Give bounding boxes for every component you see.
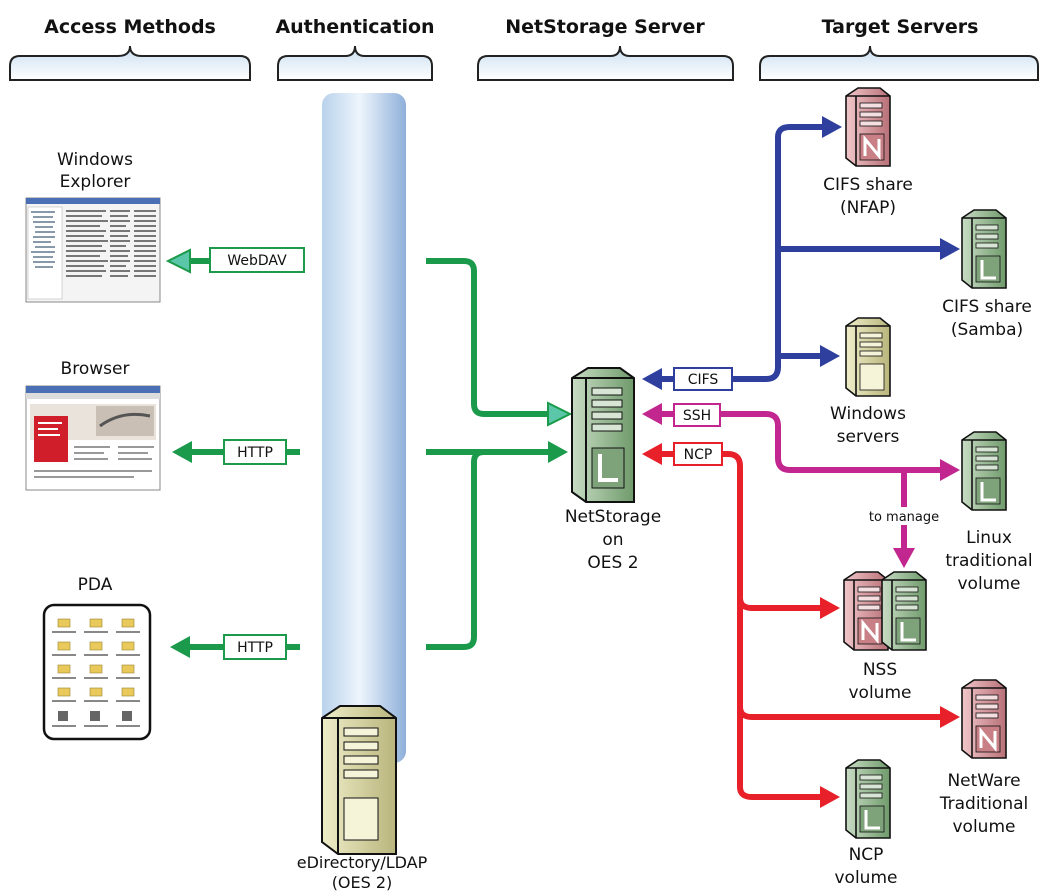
cifs-samba-server-icon <box>961 209 1007 289</box>
cifs-label-box: CIFS <box>673 367 733 391</box>
pda-label: PDA <box>78 575 113 595</box>
cifs-samba-label-line2: (Samba) <box>951 320 1023 340</box>
webdav-label-box: WebDAV <box>209 247 305 273</box>
linux-traditional-label-line2: traditional <box>945 551 1032 571</box>
ncp-connections <box>660 451 940 800</box>
pda-device <box>42 603 152 741</box>
webdav-arrowhead-left <box>165 248 191 274</box>
linux-traditional-label-line3: volume <box>958 574 1021 594</box>
netstorage-label-line1: NetStorage <box>565 507 661 527</box>
netstorage-label-line3: OES 2 <box>587 553 638 573</box>
netware-traditional-label-line2: Traditional <box>939 794 1029 814</box>
windows-servers-icon <box>845 317 891 397</box>
ncp-label-box: NCP <box>673 442 723 466</box>
netware-traditional-server-icon <box>961 679 1007 759</box>
cifs-nfap-label-line2: (NFAP) <box>840 198 896 218</box>
webdav-arrowhead-right <box>547 401 573 427</box>
http-pda-label: HTTP <box>237 640 273 656</box>
windows-servers-label-line1: Windows <box>830 404 906 424</box>
authentication-pillar <box>322 93 406 763</box>
ncp-arrowheads <box>642 443 960 808</box>
edirectory-label-line2: (OES 2) <box>332 873 393 891</box>
ssh-arrowheads <box>642 403 960 568</box>
ncp-label: NCP <box>684 447 713 463</box>
linux-traditional-label-line1: Linux <box>966 528 1012 548</box>
header-target-servers: Target Servers <box>822 16 979 38</box>
cifs-connections <box>660 124 940 382</box>
linux-traditional-server-icon <box>961 431 1007 511</box>
cifs-samba-label-line1: CIFS share <box>942 297 1032 317</box>
http-pda-arrowhead-left <box>170 636 190 658</box>
header-access-methods: Access Methods <box>44 16 216 38</box>
nss-novell-server-icon <box>843 571 889 651</box>
header-authentication: Authentication <box>275 16 434 38</box>
http-browser-arrowhead-right <box>548 441 568 463</box>
netware-traditional-label-line1: NetWare <box>947 771 1020 791</box>
webdav-label: WebDAV <box>227 253 287 269</box>
cifs-nfap-server-icon <box>845 87 891 167</box>
windows-explorer-label-line2: Explorer <box>60 172 131 192</box>
http-pda-label-box: HTTP <box>223 634 287 660</box>
nss-volume-label-line1: NSS <box>863 660 897 680</box>
ncp-volume-label-line2: volume <box>835 868 898 888</box>
http-browser-label: HTTP <box>237 445 273 461</box>
windows-explorer-thumbnail <box>25 197 161 303</box>
cifs-arrowheads <box>642 116 960 390</box>
browser-label: Browser <box>61 359 130 379</box>
ncp-volume-label-line1: NCP <box>849 845 884 865</box>
netstorage-server-icon <box>571 367 635 503</box>
windows-servers-label-line2: servers <box>837 427 900 447</box>
netstorage-label-line2: on <box>602 530 623 550</box>
green-arrowheads <box>165 248 573 658</box>
windows-explorer-label-line1: Windows <box>57 150 133 170</box>
ncp-volume-server-icon <box>845 759 891 839</box>
http-browser-label-box: HTTP <box>223 439 287 465</box>
http-browser-arrowhead-left <box>172 441 192 463</box>
to-manage-label: to manage <box>869 510 939 525</box>
to-manage-backdrop <box>862 507 946 525</box>
nss-volume-label-line2: volume <box>849 683 912 703</box>
nss-linux-server-icon <box>881 571 927 651</box>
header-brackets <box>9 45 1039 81</box>
header-netstorage-server: NetStorage Server <box>505 16 705 38</box>
ssh-label: SSH <box>683 408 711 424</box>
netware-traditional-label-line3: volume <box>953 817 1016 837</box>
edirectory-label-line1: eDirectory/LDAP <box>297 853 428 872</box>
cifs-label: CIFS <box>688 372 719 388</box>
cifs-nfap-label-line1: CIFS share <box>823 175 913 195</box>
ssh-label-box: SSH <box>673 403 721 427</box>
browser-thumbnail <box>25 385 161 491</box>
edirectory-server-icon <box>321 705 397 855</box>
